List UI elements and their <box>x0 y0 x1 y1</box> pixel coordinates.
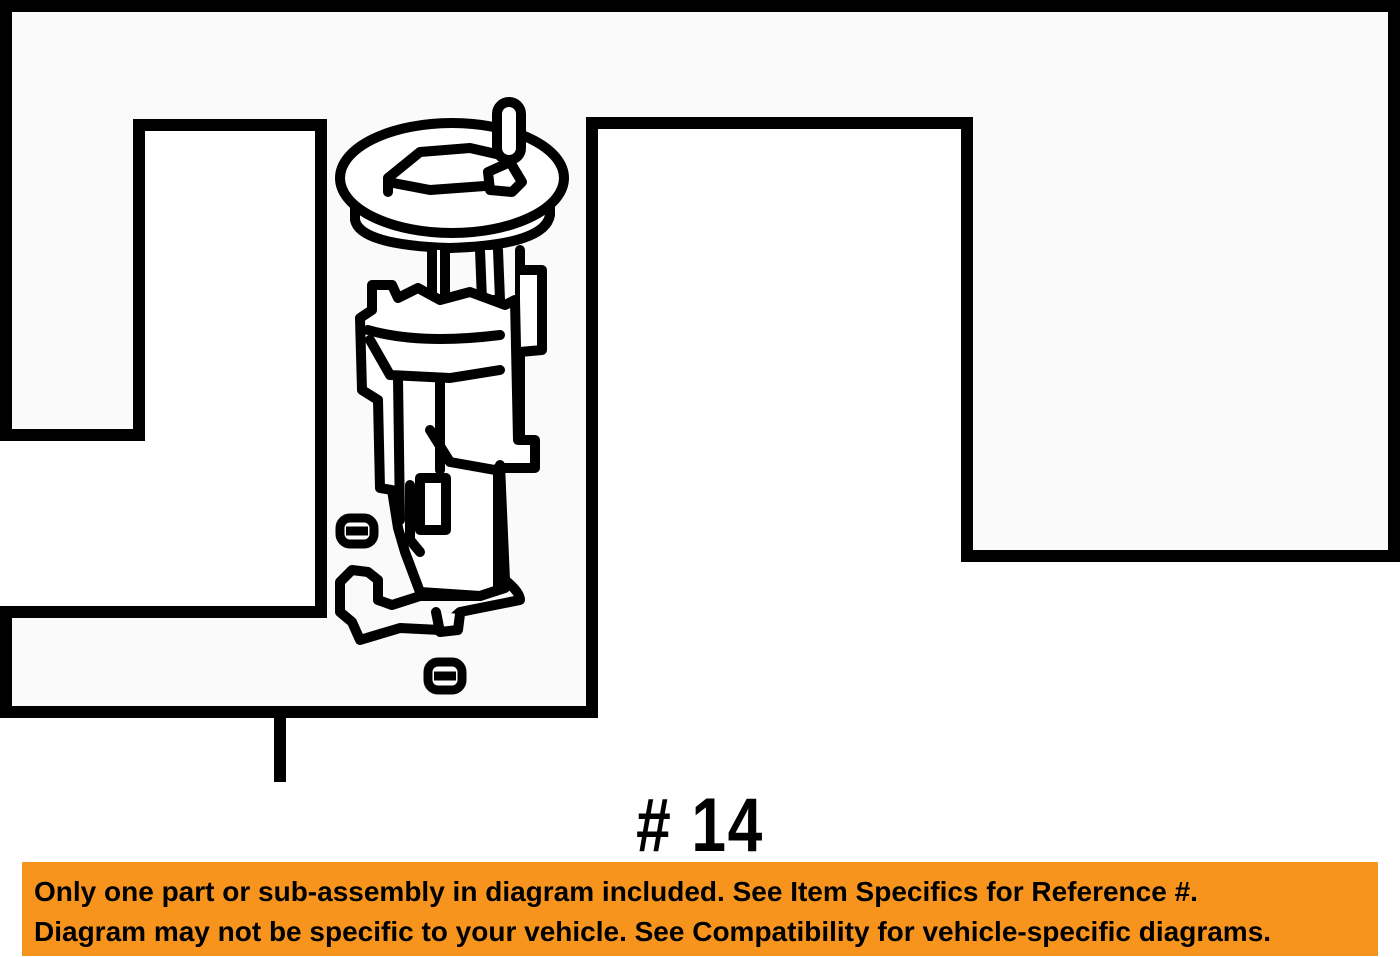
disclaimer-line-2: Diagram may not be specific to your vehi… <box>34 916 1272 947</box>
part-callout-number: # 14 <box>636 783 764 868</box>
fuel-pump-module-icon <box>335 97 569 645</box>
disclaimer-line-1: Only one part or sub-assembly in diagram… <box>34 876 1198 907</box>
disclaimer-banner: Only one part or sub-assembly in diagram… <box>22 862 1378 956</box>
rubber-grommet-icon <box>423 657 467 695</box>
diagram-frame <box>0 0 1400 718</box>
frame-top-panel <box>0 0 1400 718</box>
rubber-grommet-icon <box>335 513 379 549</box>
